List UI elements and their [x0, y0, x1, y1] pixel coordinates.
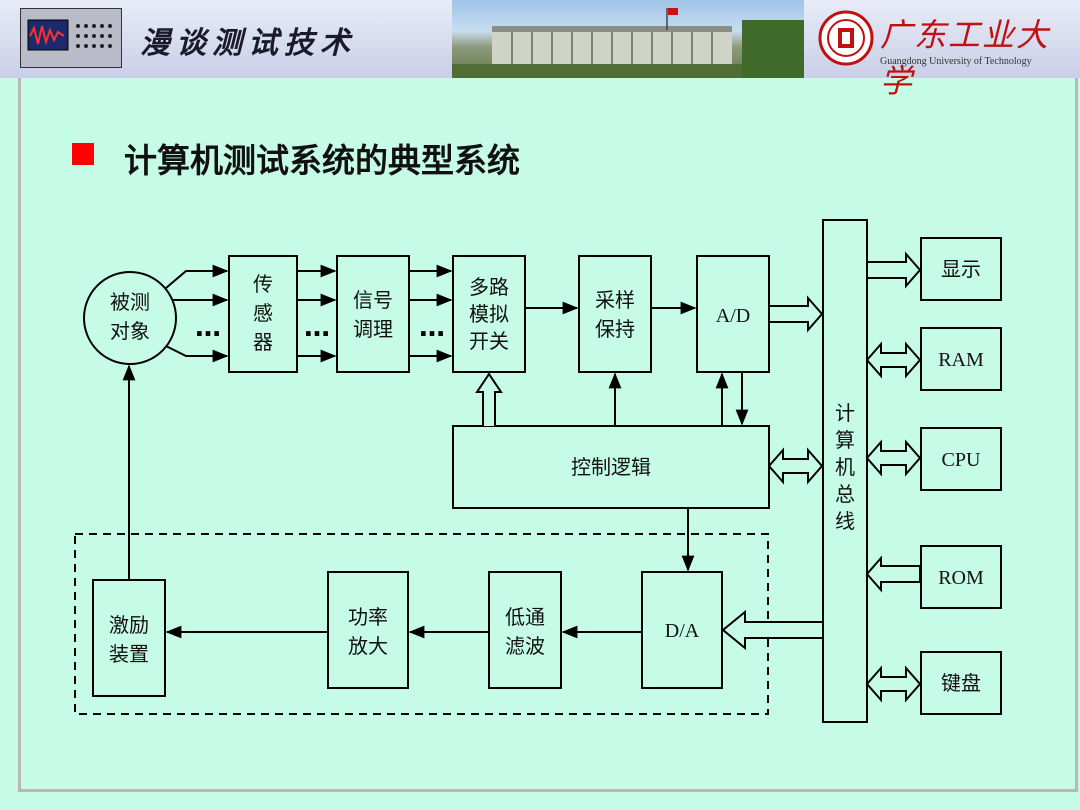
display-box: 显示: [920, 237, 1002, 301]
bus-keyboard-bidirectional-arrow: [865, 665, 922, 703]
university-name-en: Guangdong University of Technology: [880, 56, 1032, 67]
bus-to-dac-hollow-arrow: [721, 609, 824, 651]
amplifier-box: 功率 放大: [327, 571, 409, 689]
adc-to-bus-hollow-arrow: [768, 295, 824, 333]
computer-bus-box: 计 算 机 总 线: [822, 219, 868, 723]
keyboard-label: 键盘: [941, 671, 981, 695]
ellipsis-2: …: [304, 313, 330, 343]
lowpass-box: 低通 滤波: [488, 571, 562, 689]
university-name-cn: 广东工业大学: [880, 16, 1051, 100]
bus-to-display-hollow-arrow: [866, 251, 922, 289]
control-bus-bidirectional-arrow: [767, 447, 824, 485]
amplifier-label-2: 放大: [348, 634, 388, 658]
bus-label-3: 机: [835, 455, 855, 479]
lowpass-label-1: 低通: [505, 605, 545, 629]
title-bullet: [72, 143, 94, 165]
mux-label-3: 开关: [469, 329, 509, 353]
header-title: 漫谈测试技术: [140, 26, 356, 61]
amplifier-label-1: 功率: [348, 605, 388, 629]
output-channel-dashed-group: [74, 533, 769, 715]
control-logic-label: 控制逻辑: [571, 455, 651, 479]
bus-label-2: 算: [835, 428, 855, 452]
bus-label-5: 线: [835, 509, 855, 533]
adc-box: A/D: [696, 255, 770, 373]
control-logic-box: 控制逻辑: [452, 425, 770, 509]
display-label: 显示: [941, 257, 981, 281]
content-frame: [18, 78, 1078, 792]
cpu-box: CPU: [920, 427, 1002, 491]
dac-label: D/A: [665, 620, 700, 642]
sensor-label-1: 传: [253, 272, 273, 296]
slide-title: 计算机测试系统的典型系统: [124, 141, 520, 180]
header-bar: 漫谈测试技术: [0, 0, 1080, 100]
ram-box: RAM: [920, 327, 1002, 391]
university-seal-icon: [818, 10, 874, 66]
conditioning-box: 信号 调理: [336, 255, 410, 373]
mux-label-2: 模拟: [469, 302, 509, 326]
keyboard-box: 键盘: [920, 651, 1002, 715]
exciter-label-2: 装置: [109, 642, 149, 666]
control-to-mux-hollow-arrow: [475, 372, 503, 426]
ellipsis-3: …: [419, 313, 445, 343]
ellipsis-1: …: [195, 313, 221, 343]
bus-label-1: 计: [835, 401, 855, 425]
ram-label: RAM: [938, 349, 984, 371]
dac-box: D/A: [641, 571, 723, 689]
conditioning-to-mux-arrows: [409, 264, 453, 363]
mux-label-1: 多路: [469, 275, 509, 299]
sensor-box: 传 感 器: [228, 255, 298, 373]
bus-label-4: 总: [835, 482, 855, 506]
conditioning-label-2: 调理: [353, 317, 393, 341]
oscilloscope-logo-icon: [20, 8, 122, 68]
lowpass-label-2: 滤波: [505, 634, 545, 658]
conditioning-label-1: 信号: [353, 288, 393, 312]
campus-building-image: [452, 8, 804, 78]
object-node: 被测 对象: [83, 271, 177, 365]
object-label-line2: 对象: [110, 319, 150, 343]
sample-hold-box: 采样 保持: [578, 255, 652, 373]
sensor-to-conditioning-arrows: [297, 264, 337, 363]
rom-to-bus-hollow-arrow: [865, 555, 921, 593]
exciter-label-1: 激励: [109, 613, 149, 637]
cpu-label: CPU: [942, 449, 981, 471]
sample-hold-label-2: 保持: [595, 317, 635, 341]
sensor-label-3: 器: [253, 330, 273, 354]
object-label-line1: 被测: [110, 290, 150, 314]
rom-label: ROM: [938, 567, 984, 589]
bus-cpu-bidirectional-arrow: [865, 439, 922, 477]
campus-photo: [452, 0, 804, 78]
object-to-sensor-arrows: [165, 264, 229, 363]
bus-ram-bidirectional-arrow: [865, 341, 922, 379]
exciter-box: 激励 装置: [92, 579, 166, 697]
sample-hold-label-1: 采样: [595, 288, 635, 312]
adc-label: A/D: [716, 305, 750, 327]
mux-box: 多路 模拟 开关: [452, 255, 526, 373]
rom-box: ROM: [920, 545, 1002, 609]
sensor-label-2: 感: [253, 301, 273, 325]
